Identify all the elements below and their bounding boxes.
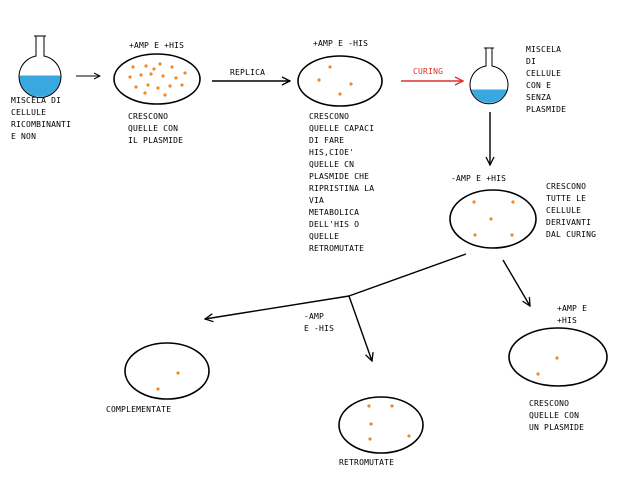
flask-left-label: MISCELA DI CELLULE RICOMBINANTI E NON	[11, 96, 72, 141]
plate-top-middle	[297, 55, 383, 107]
plate-bottom-right-medium: +AMP E +HIS	[557, 304, 588, 325]
plate-top-middle-caption: CRESCONO QUELLE CAPACI DI FARE HIS,CIOE'…	[309, 112, 375, 253]
plate-bottom-right	[508, 327, 608, 387]
plate-mid-right-medium: -AMP E +HIS	[451, 174, 507, 183]
plate-top-left-caption: CRESCONO QUELLE CON IL PLASMIDE	[128, 112, 184, 145]
plate-bottom-middle-caption: RETROMUTATE	[339, 458, 395, 467]
branch-connectors	[205, 253, 530, 361]
plate-bottom-right-caption: CRESCONO QUELLE CON UN PLASMIDE	[529, 399, 585, 432]
plate-bottom-left	[124, 342, 210, 400]
branch-medium-label: -AMP E -HIS	[304, 312, 335, 333]
flask-right-icon	[469, 47, 509, 105]
plate-top-middle-medium: +AMP E -HIS	[313, 39, 369, 48]
arrow-replica-label: REPLICA	[230, 68, 266, 77]
plate-bottom-middle	[338, 396, 424, 454]
arrow-curing-label: CURING	[413, 67, 444, 76]
flask-left-icon	[18, 35, 62, 99]
plate-top-left-medium: +AMP E +HIS	[129, 41, 185, 50]
plate-mid-right	[449, 189, 537, 249]
plate-mid-right-caption: CRESCONO TUTTE LE CELLULE DERIVANTI DAL …	[546, 182, 597, 239]
plate-top-left	[113, 53, 201, 105]
flask-right-label: MISCELA DI CELLULE CON E SENZA PLASMIDE	[526, 45, 567, 114]
plate-bottom-left-caption: COMPLEMENTATE	[106, 405, 172, 414]
